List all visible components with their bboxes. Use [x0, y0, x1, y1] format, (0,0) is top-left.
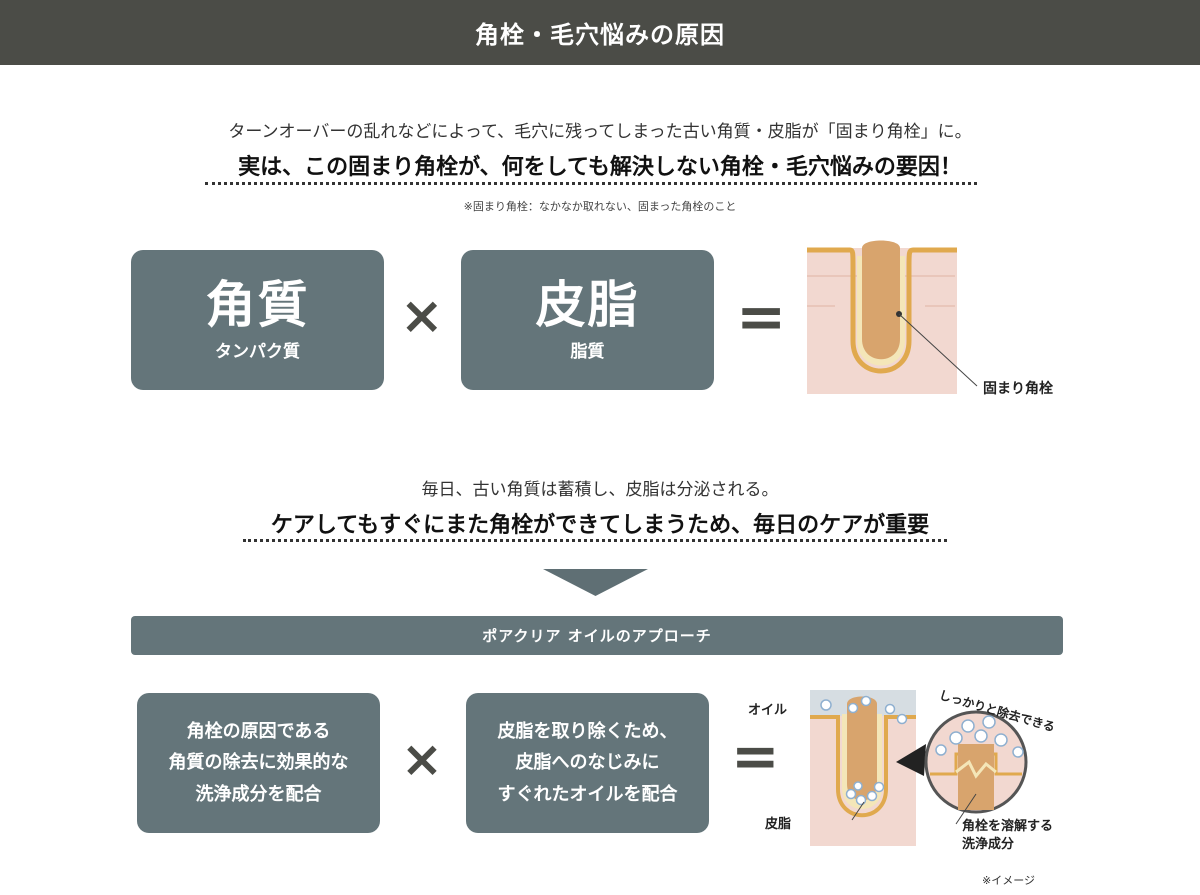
oil-bubbles — [820, 695, 908, 806]
image-note: ※イメージ — [982, 874, 1035, 887]
approach-card-cleanser-line: 角質の除去に効果的な — [168, 752, 349, 774]
approach-banner: ポアクリア オイルのアプローチ — [131, 616, 1063, 655]
pore-cleansing-illustration — [810, 690, 1028, 846]
approach-card-cleanser: 角栓の原因である 角質の除去に効果的な 洗浄成分を配合 — [137, 693, 380, 833]
card-sebum: 皮脂 脂質 — [461, 250, 714, 390]
dotted-underline — [205, 182, 977, 185]
section2-lead: 毎日、古い角質は蓄積し、皮脂は分泌される。 — [421, 480, 779, 500]
keratin-plug-2 — [847, 696, 877, 801]
approach-banner-text: ポアクリア オイルのアプローチ — [482, 627, 712, 645]
approach-card-oil-line: 皮脂へのなじみに — [515, 752, 660, 774]
approach-card-cleanser-line: 洗浄成分を配合 — [195, 783, 322, 805]
dissolve-label-line: 洗浄成分 — [962, 836, 1015, 852]
page-title: 角栓・毛穴悩みの原因 — [475, 21, 725, 49]
card-sebum-title: 皮脂 — [535, 276, 640, 334]
equals-symbol-2: = — [731, 722, 780, 790]
card-keratin: 角質 タンパク質 — [131, 250, 384, 390]
section1-note: ※固まり角栓：なかなか取れない、固まった角栓のこと — [463, 200, 737, 213]
keratin-plug — [862, 240, 900, 360]
section1-highlight: 実は、この固まり角栓が、何をしても解決しない角栓・毛穴悩みの要因！ — [238, 155, 962, 180]
pore-label: 固まり角栓 — [983, 381, 1053, 397]
sebum-label: 皮脂 — [765, 817, 792, 832]
dissolve-label-line: 角栓を溶解する — [962, 819, 1054, 834]
times-symbol-2: × — [401, 730, 443, 788]
approach-card-oil-line: すぐれたオイルを配合 — [497, 783, 678, 805]
dotted-underline-2 — [243, 539, 947, 542]
card-sebum-subtitle: 脂質 — [570, 342, 605, 362]
card-keratin-subtitle: タンパク質 — [215, 342, 300, 362]
dissolve-label: 角栓を溶解する 洗浄成分 — [962, 818, 1053, 853]
card-keratin-title: 角質 — [205, 276, 310, 334]
approach-card-cleanser-line: 角栓の原因である — [186, 720, 331, 742]
approach-card-oil-line: 皮脂を取り除くため、 — [497, 720, 678, 742]
approach-card-oil: 皮脂を取り除くため、 皮脂へのなじみに すぐれたオイルを配合 — [466, 693, 709, 833]
pore-illustration — [807, 240, 978, 394]
section2-highlight: ケアしてもすぐにまた角栓ができてしまうため、毎日のケアが重要 — [270, 513, 930, 538]
page-header: 角栓・毛穴悩みの原因 — [0, 0, 1200, 65]
section1-lead: ターンオーバーの乱れなどによって、毛穴に残ってしまった古い角質・皮脂が「固まり角… — [228, 122, 972, 142]
oil-label: オイル — [748, 703, 788, 718]
equals-symbol: = — [736, 282, 787, 352]
times-symbol: × — [400, 286, 444, 346]
down-arrow-icon — [543, 569, 648, 596]
